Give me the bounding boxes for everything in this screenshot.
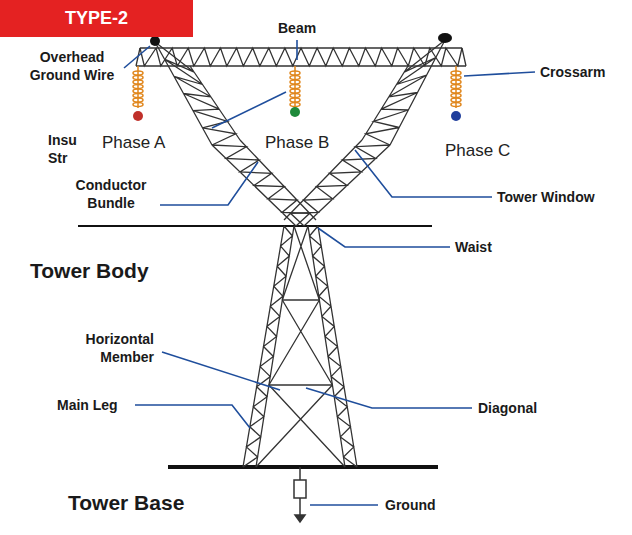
lattice — [136, 40, 466, 467]
conductor-dot — [133, 111, 143, 121]
part-label: Beam — [278, 19, 316, 37]
insulator-disc — [290, 94, 300, 98]
insulator-disc — [290, 76, 300, 80]
ground-wire-label: Overhead Ground Wire — [20, 48, 124, 84]
part-label: Tower Window — [497, 188, 595, 206]
insulator-disc — [451, 80, 461, 84]
lattice-member — [256, 385, 345, 467]
conductor-dot — [451, 111, 461, 121]
part-label: Ground — [385, 496, 436, 514]
lattice-member — [243, 226, 294, 467]
ground-wire-dot — [438, 33, 452, 43]
insulator-disc — [290, 98, 300, 102]
insulator-disc — [133, 94, 143, 98]
insulator-disc — [451, 76, 461, 80]
insulator-disc — [451, 71, 461, 75]
insulator-disc — [133, 89, 143, 93]
lattice-member — [269, 384, 333, 385]
part-label: Waist — [455, 238, 492, 256]
insulator-strings — [133, 66, 461, 108]
insulator-disc — [133, 103, 143, 107]
ground-wire-dot — [150, 36, 160, 46]
section-label: Tower Base — [68, 489, 184, 516]
lattice-member — [269, 300, 333, 385]
insulator-disc — [451, 94, 461, 98]
phase-label: Phase B — [263, 132, 331, 154]
part-label: Diagonal — [478, 399, 537, 417]
insulator-disc — [133, 80, 143, 84]
body-separator — [78, 225, 432, 227]
insulator-disc — [133, 71, 143, 75]
insulator-disc — [133, 98, 143, 102]
leader-lines — [124, 40, 535, 505]
banner-text: TYPE-2 — [65, 8, 128, 29]
insulator-disc — [133, 85, 143, 89]
lattice-member — [282, 226, 319, 300]
lattice-member — [155, 42, 240, 145]
insulator-disc — [451, 98, 461, 102]
insulator-disc — [290, 85, 300, 89]
lattice-member — [362, 40, 445, 145]
conductor-dot — [290, 107, 300, 117]
part-label: Insu — [48, 131, 77, 149]
part-label: Horizontal Member — [66, 330, 154, 366]
insulator-disc — [290, 89, 300, 93]
insulator-disc — [290, 103, 300, 107]
phase-label: Phase C — [443, 140, 512, 162]
lattice-member — [308, 226, 357, 467]
insulator-disc — [133, 76, 143, 80]
insulator-disc — [451, 89, 461, 93]
part-label: Main Leg — [57, 396, 118, 414]
part-label: Str — [48, 149, 67, 167]
base-line — [168, 465, 438, 469]
lattice-member — [282, 299, 319, 300]
ground-symbol — [294, 467, 306, 522]
section-label: Tower Body — [30, 257, 149, 284]
insulator-disc — [290, 71, 300, 75]
part-label: Crossarm — [540, 63, 605, 81]
insulator-disc — [451, 103, 461, 107]
insulator-disc — [451, 85, 461, 89]
insulator-disc — [290, 80, 300, 84]
phase-label: Phase A — [100, 132, 167, 154]
part-label: Conductor Bundle — [66, 176, 156, 212]
type-banner: TYPE-2 — [0, 0, 193, 37]
